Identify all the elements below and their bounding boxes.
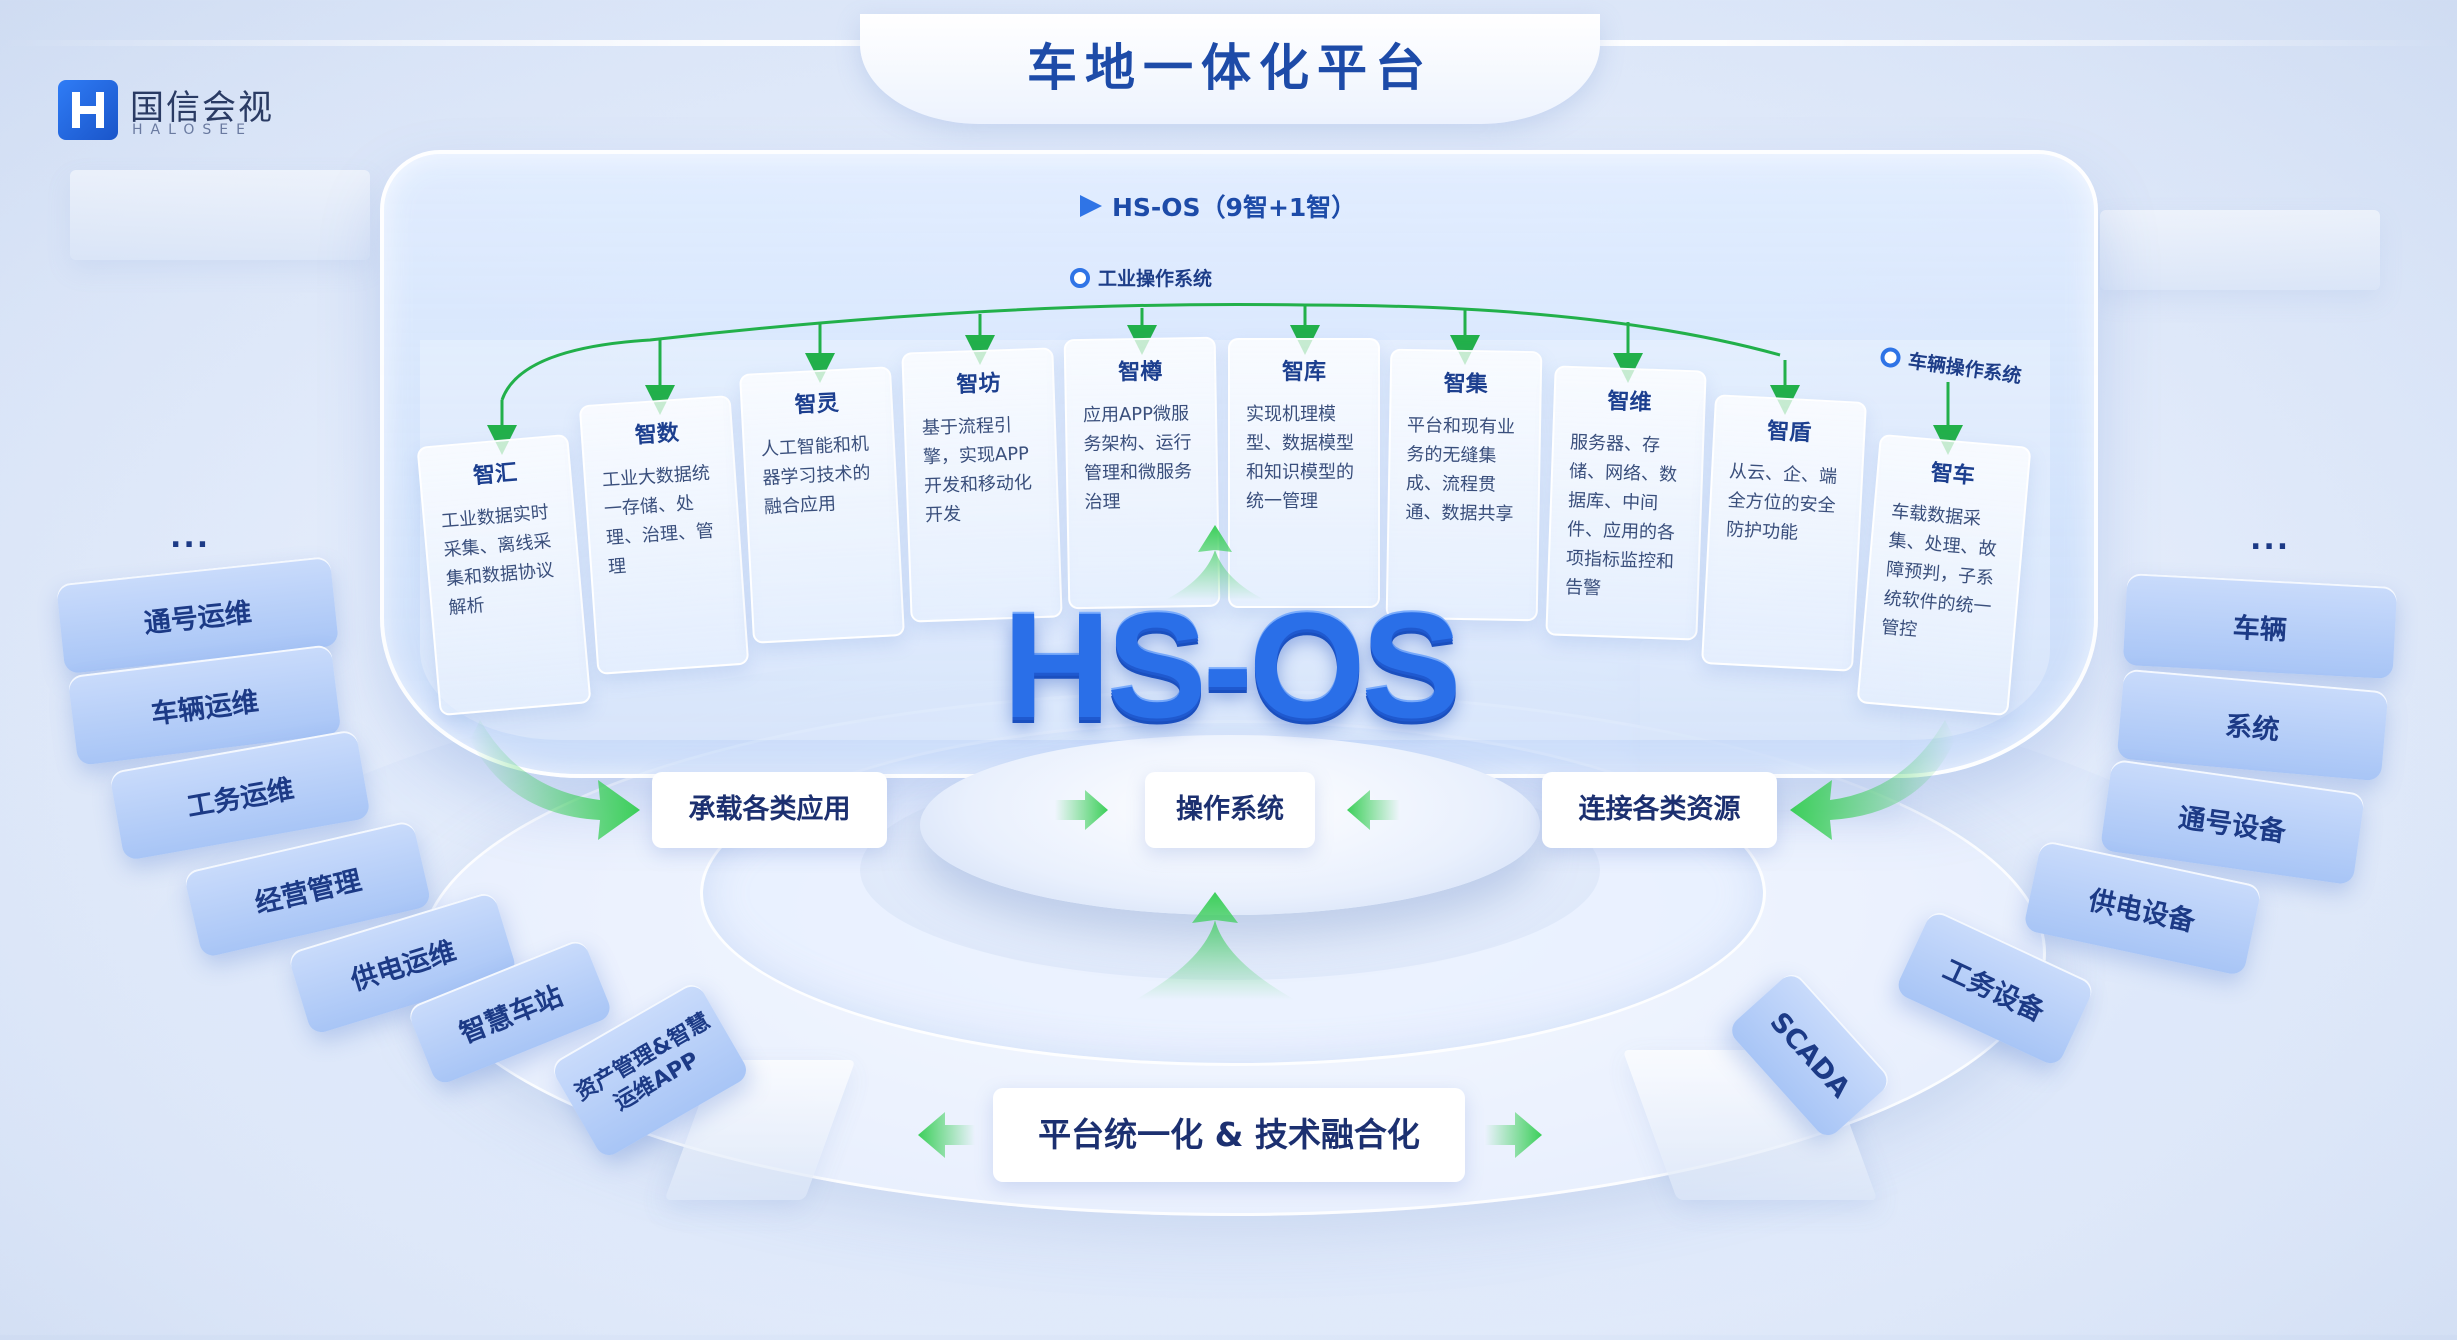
panel-heading: HS-OS（9智+1智） [1080,188,1380,224]
connect-resources-label: 连接各类资源 [1542,772,1777,848]
left-more-indicator: ... [170,520,211,555]
background-block [70,170,370,260]
logo-chinese-name: 国信会视 [130,88,274,128]
title-plate [860,14,1600,124]
industrial-os-label-text: 工业操作系统 [1098,268,1213,290]
logo-english-name: HALOSEE [132,122,254,138]
arrow-up-top [1165,525,1265,600]
halosee-logo-icon [58,80,118,140]
play-icon [1080,195,1102,217]
right-tile-vehicle[interactable]: 车辆 [2122,572,2398,680]
header: 车地一体化平台 [0,0,2457,130]
industrial-os-label: 工业操作系统 [1070,264,1212,291]
arrow-right-left-side [470,720,640,840]
arrow-bottom-right [1485,1112,1542,1158]
arrow-small-right [1055,790,1108,830]
panel-heading-text: HS-OS（9智+1智） [1112,193,1357,222]
page-title: 车地一体化平台 [1027,39,1433,97]
platform-unification-label: 平台统一化 & 技术融合化 [993,1088,1465,1182]
hs-os-logo-text: HS-OS [1002,581,1461,749]
arrow-up-bottom [1135,892,1295,1000]
module-desc: 实现机理模型、数据模型和知识模型的统一管理 [1246,404,1354,512]
arrow-left-right-side [1790,720,1955,840]
right-more-indicator: ... [2250,522,2291,557]
ring-icon [1070,267,1090,288]
carry-applications-label: 承载各类应用 [652,772,887,848]
arrow-bottom-left [918,1112,975,1158]
module-title: 智库 [1281,360,1326,385]
arrow-small-left [1347,790,1400,830]
background-block [2100,210,2380,290]
operating-system-label: 操作系统 [1145,772,1315,848]
module-zhiku[interactable]: 智库 实现机理模型、数据模型和知识模型的统一管理 [1228,338,1380,608]
